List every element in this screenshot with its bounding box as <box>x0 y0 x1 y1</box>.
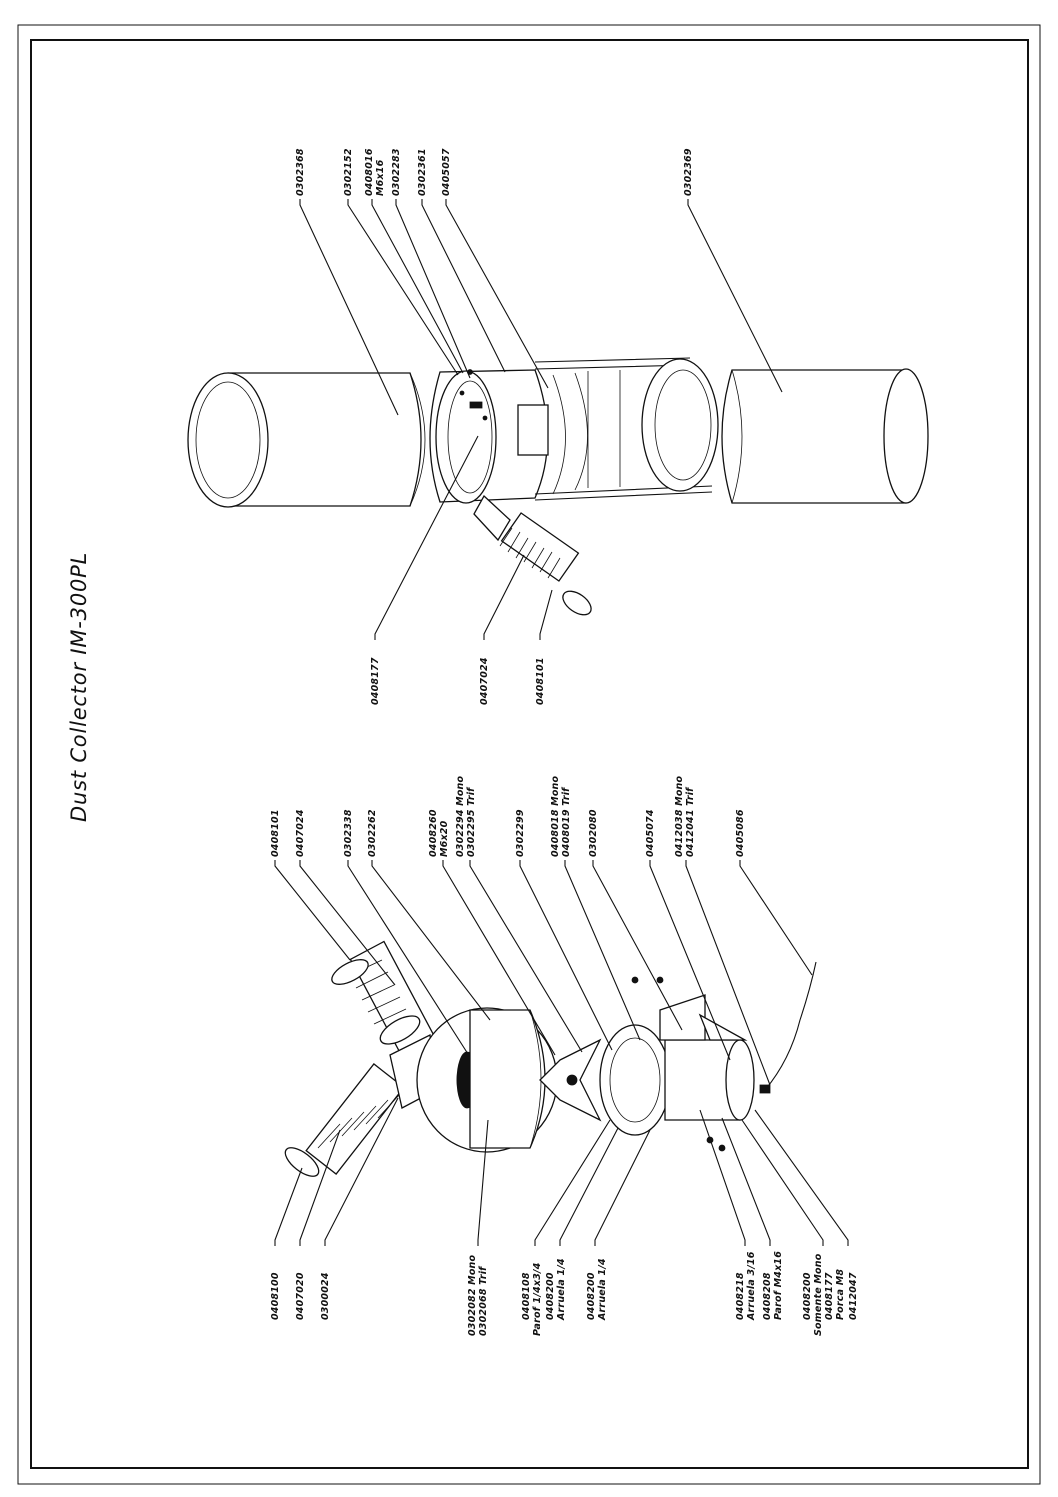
inlet-elbow <box>473 494 511 542</box>
callout-0408200-a: 0408200 <box>545 1272 556 1320</box>
bag-ring-inner <box>654 369 712 481</box>
callout-0302294-mono: 0302294 Mono <box>455 775 466 857</box>
callout-0300024: 0300024 <box>320 1272 331 1320</box>
screw-1 <box>631 976 639 984</box>
bag-ring <box>641 358 719 492</box>
callout-porca-m8: Porca M8 <box>835 1269 846 1320</box>
callout-m6x16: M6x16 <box>375 159 386 196</box>
callout-0405086: 0405086 <box>735 809 746 857</box>
left-sleeve-opening-inner <box>195 381 261 499</box>
callout-0412047: 0412047 <box>848 1272 859 1320</box>
callout-0302368: 0302368 <box>295 148 306 196</box>
callout-0405057: 0405057 <box>441 148 452 196</box>
frame-strut-mid <box>587 370 621 488</box>
callout-m6x20: M6x20 <box>439 820 450 857</box>
callout-0408100: 0408100 <box>270 1272 281 1320</box>
callout-0408101-top: 0408101 <box>270 809 281 857</box>
fan-top-ring <box>435 370 497 504</box>
callout-0408200-c: 0408200 <box>802 1272 813 1320</box>
exploded-bottom-callouts: 0408100 0407020 0300024 0302082 Mono 030… <box>270 1251 859 1336</box>
power-cord <box>764 961 817 1091</box>
callout-0302299: 0302299 <box>515 809 526 857</box>
y-connector-opening <box>379 1015 421 1045</box>
callout-0407024-top: 0407024 <box>295 809 306 857</box>
callout-0302068-trif: 0302068 Trif <box>478 1265 489 1336</box>
right-bag-band <box>731 369 743 504</box>
fan-housing <box>469 1009 546 1149</box>
motor-bracket-2 <box>698 1013 748 1041</box>
callout-0302080: 0302080 <box>588 809 599 857</box>
body-rib-2 <box>574 372 588 491</box>
assembled-view <box>187 357 929 616</box>
callout-0407024: 0407024 <box>479 657 490 705</box>
upper-hose-clamp <box>331 959 369 985</box>
callout-0408218: 0408218 <box>735 1272 746 1320</box>
callout-arruela-1-4-b: Arruela 1/4 <box>597 1258 608 1321</box>
callout-0408200-b: 0408200 <box>586 1272 597 1320</box>
screw-4 <box>718 1144 726 1152</box>
callout-0302262: 0302262 <box>367 809 378 857</box>
screw-2 <box>656 976 664 984</box>
exploded-top-leaders <box>274 860 813 1086</box>
callout-parof-1-4x3-4: Parof 1/4x3/4 <box>532 1262 543 1336</box>
callout-parof-m4x16: Parof M4x16 <box>773 1251 784 1320</box>
motor-end <box>725 1039 755 1121</box>
callout-0408177-b: 0408177 <box>824 1272 835 1320</box>
motor-flange <box>599 1024 671 1136</box>
callout-0302082-mono: 0302082 Mono <box>467 1254 478 1336</box>
callout-0408019-trif: 0408019 Trif <box>561 786 572 857</box>
hose-clamp <box>562 590 592 616</box>
impeller-hub <box>566 1074 578 1086</box>
callout-0408260: 0408260 <box>428 809 439 857</box>
motor-label-plate <box>517 404 549 456</box>
assembled-leaders <box>299 199 783 640</box>
exploded-view <box>284 940 817 1177</box>
callout-0412041-trif: 0412041 Trif <box>685 786 696 857</box>
callout-0408208: 0408208 <box>762 1272 773 1320</box>
callout-0408018-mono: 0408018 Mono <box>550 775 561 857</box>
inlet-hose <box>500 512 580 582</box>
lower-hose-ribs <box>317 1093 401 1149</box>
callout-arruela-3-16: Arruela 3/16 <box>746 1251 757 1321</box>
callout-0302369: 0302369 <box>683 148 694 196</box>
left-sleeve-band <box>409 372 426 507</box>
hardware-dot-2 <box>482 415 488 421</box>
motor-bracket <box>659 994 706 1041</box>
lower-hose-clamp <box>284 1147 320 1177</box>
callout-0302338: 0302338 <box>343 809 354 857</box>
left-sleeve-opening <box>187 372 269 508</box>
wiring-terminal <box>469 401 483 409</box>
callout-0302152: 0302152 <box>343 148 354 196</box>
callout-arruela-1-4-a: Arruela 1/4 <box>556 1258 567 1321</box>
cord-plug <box>759 1084 771 1094</box>
right-bag-end <box>883 368 929 504</box>
callout-0302361: 0302361 <box>417 148 428 196</box>
hardware-dot-1 <box>459 390 465 396</box>
exploded-bottom-leaders <box>274 1097 849 1246</box>
exploded-top-callouts: 0408101 0407024 0302338 0302262 0408260 … <box>270 775 746 857</box>
callout-0302283: 0302283 <box>391 148 402 196</box>
callout-0408177: 0408177 <box>370 657 381 705</box>
lower-hose <box>305 1063 405 1175</box>
callout-somente-mono: Somente Mono <box>813 1253 824 1336</box>
body-rib-1 <box>552 374 566 495</box>
motor-flange-inner <box>609 1037 661 1123</box>
diagram-title: Dust Collector IM-300PL <box>67 552 91 822</box>
callout-0405074: 0405074 <box>645 809 656 857</box>
outer-frame <box>17 24 1041 1485</box>
assembled-callouts: 0302368 0302152 0408016 M6x16 0302283 03… <box>295 148 694 705</box>
callout-0302295-trif: 0302295 Trif <box>466 786 477 857</box>
fan-top-ring-inner <box>447 380 493 494</box>
callout-0407020: 0407020 <box>295 1272 306 1320</box>
callout-0408108: 0408108 <box>521 1272 532 1320</box>
inner-frame <box>30 39 1029 1469</box>
callout-0408016: 0408016 <box>364 148 375 196</box>
callout-0412038-mono: 0412038 Mono <box>674 775 685 857</box>
hose-ribs <box>499 527 561 579</box>
callout-0408101: 0408101 <box>535 657 546 705</box>
